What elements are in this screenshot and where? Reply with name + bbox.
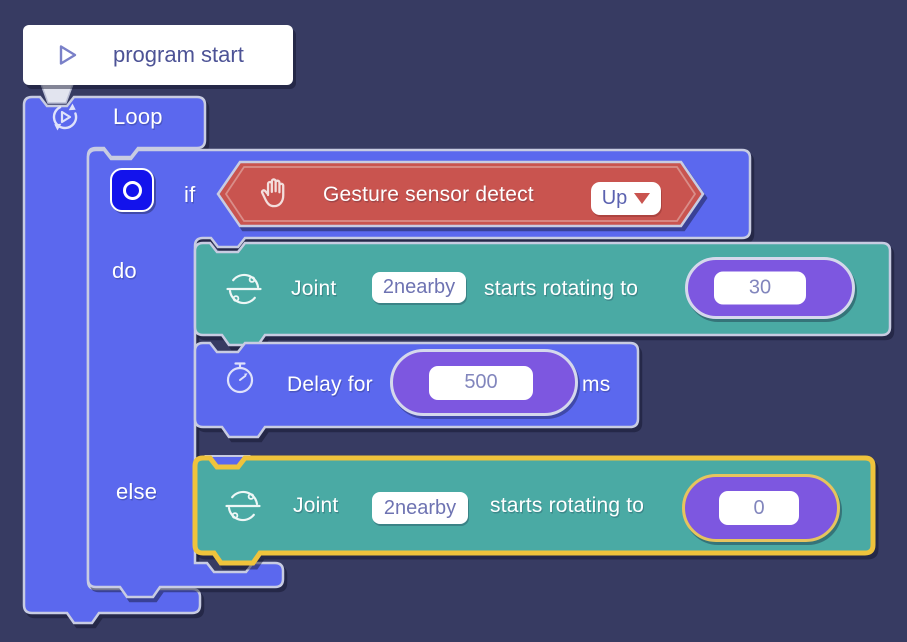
- do-label: do: [112, 258, 137, 283]
- joint-else-label: Joint: [293, 494, 339, 517]
- dropdown-arrow-icon: [634, 193, 651, 204]
- condition-label: Gesture sensor detect: [323, 183, 534, 206]
- joint-else-angle-input[interactable]: [719, 491, 799, 525]
- delay-label: Delay for: [287, 373, 373, 396]
- joint-icon: [226, 273, 262, 305]
- joint-do-id-value: 2nearby: [382, 276, 456, 298]
- joint-else-rotate-label: starts rotating to: [490, 494, 645, 517]
- program-start-block[interactable]: program start: [23, 25, 293, 85]
- joint-do-rotate-label: starts rotating to: [484, 277, 639, 300]
- dropdown-value: Up: [601, 187, 628, 209]
- joint-icon: [225, 490, 261, 522]
- if-label: if: [184, 182, 196, 207]
- joint-do-label: Joint: [291, 277, 337, 300]
- joint-do-angle-pill[interactable]: [685, 257, 855, 319]
- condition-inner-edge: [224, 166, 697, 222]
- joint-else-id-field[interactable]: 2nearby: [372, 492, 468, 524]
- circle-checkbox-icon[interactable]: [110, 168, 154, 212]
- delay-duration-pill[interactable]: [390, 349, 578, 416]
- program-start-label: program start: [113, 42, 244, 67]
- joint-else-angle-pill[interactable]: [682, 474, 840, 542]
- joint-do-angle-input[interactable]: [714, 271, 806, 305]
- delay-unit-label: ms: [582, 373, 611, 396]
- play-icon: [59, 45, 77, 65]
- hand-gesture-icon: [260, 178, 285, 208]
- loop-icon: [52, 103, 78, 131]
- loop-label: Loop: [113, 104, 163, 129]
- gesture-direction-dropdown[interactable]: Up: [591, 182, 661, 215]
- delay-duration-input[interactable]: [429, 365, 533, 400]
- else-label: else: [116, 479, 158, 504]
- timer-icon: [226, 362, 254, 394]
- checkbox-ring: [122, 180, 142, 200]
- condition-block-shape[interactable]: [216, 160, 705, 228]
- joint-do-id-field[interactable]: 2nearby: [372, 272, 466, 303]
- joint-else-id-value: 2nearby: [383, 496, 457, 519]
